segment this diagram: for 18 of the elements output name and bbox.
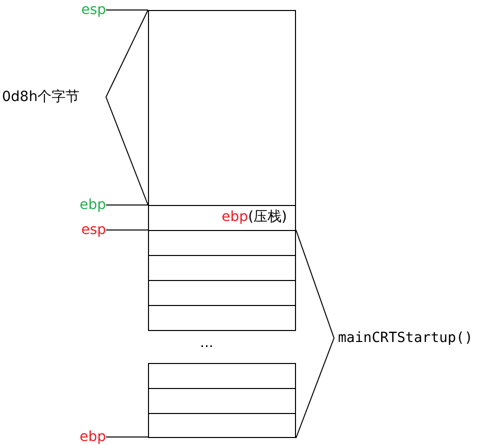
stack-frame: [148, 10, 296, 206]
stack-cell: [148, 230, 296, 256]
stack-cell: [148, 388, 296, 414]
size-label: 0d8h个字节: [2, 88, 80, 106]
stack-cell: [148, 305, 296, 331]
annotation-text: (压栈): [248, 209, 287, 225]
stack-cell: [148, 205, 296, 231]
function-label: mainCRTStartup(): [338, 329, 473, 347]
register-label: esp: [66, 221, 106, 239]
stack-cell: [148, 255, 296, 281]
ellipsis: ...: [200, 334, 214, 352]
register-label: esp: [66, 1, 106, 19]
register-label: ebp: [222, 209, 248, 225]
stack-cell: [148, 363, 296, 389]
stack-cell: [148, 280, 296, 306]
register-label: ebp: [66, 428, 106, 445]
stack-cell: [148, 413, 296, 438]
register-label: ebp: [66, 196, 106, 214]
